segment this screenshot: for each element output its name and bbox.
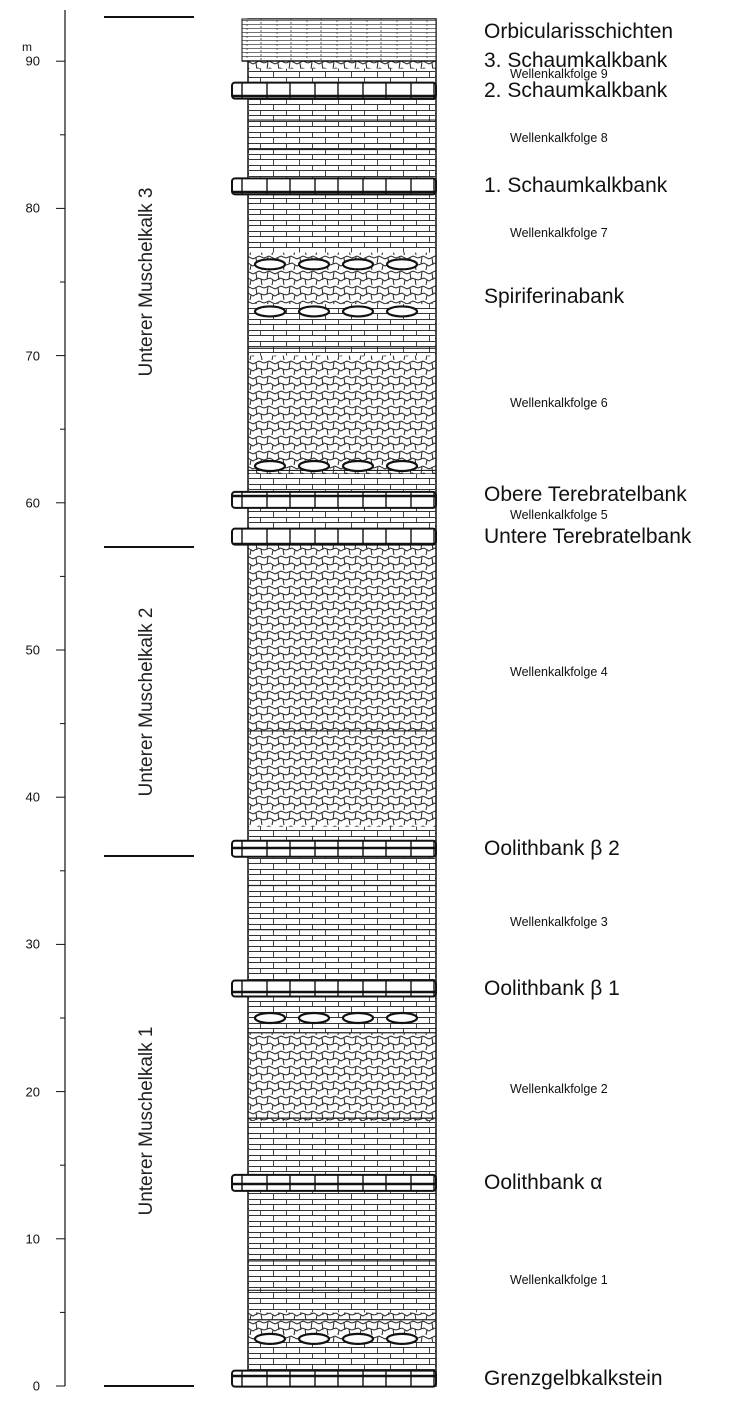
base-line	[104, 1385, 194, 1387]
nodule	[253, 1011, 287, 1025]
brick-interval	[249, 68, 435, 82]
brick-interval	[249, 1187, 435, 1313]
nodule	[341, 1332, 375, 1345]
bed-label: 3. Schaumkalkbank	[484, 49, 668, 73]
brick-interval	[249, 473, 435, 494]
bed-label: Untere Terebratelbank	[484, 524, 692, 548]
nodule	[385, 258, 419, 271]
limestone-bank	[231, 81, 437, 100]
nodule	[297, 1011, 331, 1025]
sequence-label: Wellenkalkfolge 4	[510, 665, 608, 680]
axis-unit-label: m	[22, 40, 32, 54]
bed-label: 1. Schaumkalkbank	[484, 174, 668, 198]
axis-tick-label: 90	[25, 53, 40, 69]
nodule	[253, 258, 287, 271]
nodule	[385, 459, 419, 473]
brick-interval	[249, 856, 435, 980]
bed-label: Obere Terebratelbank	[484, 483, 687, 507]
bed-label: Oolithbank β 2	[484, 836, 620, 860]
axis-tick-label: 0	[32, 1378, 40, 1394]
nodule	[253, 459, 287, 473]
sequence-label: Wellenkalkfolge 7	[510, 226, 608, 241]
axis-tick-label: 50	[25, 642, 40, 658]
axis-tick-label: 80	[25, 200, 40, 216]
nodule	[341, 1011, 375, 1025]
sequence-label: Wellenkalkfolge 9	[510, 67, 608, 82]
limestone-bank	[231, 1369, 437, 1388]
brick-interval	[249, 93, 435, 179]
limestone-bank	[231, 490, 437, 509]
brick-interval	[249, 190, 435, 253]
nodule	[297, 258, 331, 271]
limestone-bank	[231, 839, 437, 858]
nodule	[341, 258, 375, 271]
thin-bedded-interval	[241, 18, 437, 62]
unit-label: Unterer Muschelkalk 3	[136, 187, 157, 377]
nodule	[297, 459, 331, 473]
nodule	[341, 305, 375, 318]
limestone-bank	[231, 177, 437, 196]
nodule	[297, 1332, 331, 1345]
unit-boundary-line	[104, 16, 194, 19]
bed-label: Oolithbank α	[484, 1170, 603, 1194]
bed-label: Grenzgelbkalkstein	[484, 1366, 663, 1390]
bed-label: Spiriferinabank	[484, 284, 625, 308]
nodule	[253, 1332, 287, 1345]
axis-tick-label: 10	[25, 1231, 40, 1247]
unit-boundary-line	[104, 855, 194, 858]
sequence-label: Wellenkalkfolge 5	[510, 507, 608, 522]
limestone-bank	[231, 527, 437, 546]
limestone-bank	[231, 1173, 437, 1192]
sequence-label: Wellenkalkfolge 8	[510, 130, 608, 145]
axis-tick-label: 30	[25, 936, 40, 952]
lithology-column	[231, 18, 437, 1388]
brick-interval	[249, 1121, 435, 1176]
unit-boundary-line	[104, 545, 194, 548]
axis-tick-label: 70	[25, 348, 40, 364]
bed-label: Oolithbank β 1	[484, 976, 620, 1000]
axis-tick-label: 40	[25, 789, 40, 805]
limestone-bank	[231, 979, 437, 998]
sequence-label: Wellenkalkfolge 6	[510, 395, 608, 410]
bed-label: Orbicularisschichten	[484, 19, 674, 43]
axis-tick-label: 60	[25, 495, 40, 511]
axis-tick-label: 20	[25, 1084, 40, 1100]
sequence-label: Wellenkalkfolge 2	[510, 1081, 608, 1096]
nodule	[385, 1332, 419, 1345]
depth-axis	[56, 10, 66, 1387]
nodule	[341, 459, 375, 473]
nodule	[297, 305, 331, 318]
nodule	[385, 305, 419, 318]
bed-label: 2. Schaumkalkbank	[484, 78, 668, 102]
nodule	[253, 305, 287, 318]
nodule	[385, 1011, 419, 1025]
sequence-label: Wellenkalkfolge 3	[510, 915, 608, 930]
brick-interval	[249, 826, 435, 842]
sequence-label: Wellenkalkfolge 1	[510, 1273, 608, 1288]
unit-label: Unterer Muschelkalk 1	[136, 1026, 157, 1216]
unit-label: Unterer Muschelkalk 2	[136, 607, 157, 797]
